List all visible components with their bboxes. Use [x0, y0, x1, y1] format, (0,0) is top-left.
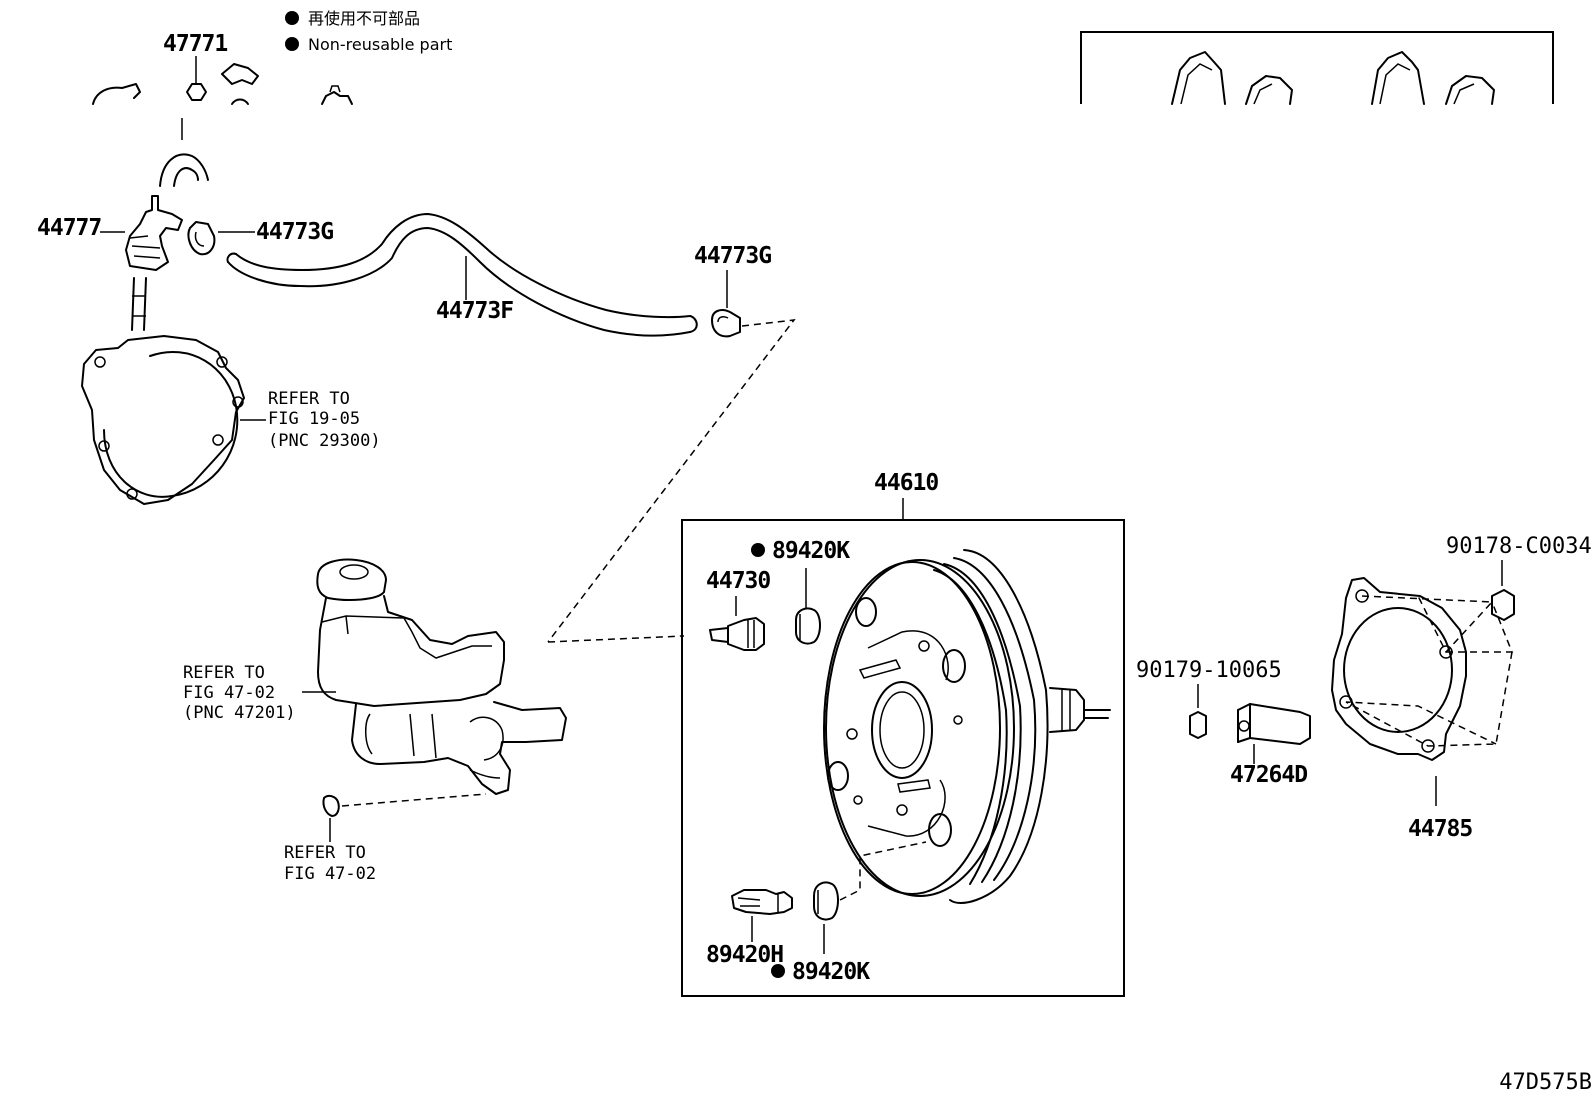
part-44785-gasket: 44785 [1331, 577, 1514, 842]
part-47771: 47771 [163, 31, 228, 101]
part-89420k-upper: 89420K [751, 538, 851, 645]
clip-47771-shape [186, 83, 207, 101]
part-44610-booster-assembly: 44610 [681, 470, 1125, 997]
part-44777-check-valve: 44777 [37, 195, 183, 331]
cropped-parts-top [92, 63, 353, 105]
ref-master-cyl-line2: FIG 47-02 [183, 683, 275, 703]
label-90179-10065: 90179-10065 [1136, 658, 1282, 683]
legend-dot-icon [285, 37, 299, 51]
label-90178-c0034: 90178-C0034(4) [1446, 534, 1592, 559]
non-reusable-dot-icon [751, 543, 765, 557]
part-89420h-connector: 89420H [706, 889, 793, 968]
part-90178-c0034: 90178-C0034(4) [1446, 534, 1592, 621]
master-cylinder: REFER TO FIG 47-02 (PNC 47201) [183, 558, 567, 795]
label-44773g-left: 44773G [256, 219, 333, 245]
ref-vacuum-pump-line1: REFER TO [268, 389, 350, 409]
label-44785: 44785 [1408, 816, 1472, 842]
ref-vacuum-pump-line3: (PNC 29300) [268, 431, 381, 451]
legend-dot-icon [285, 11, 299, 25]
ref-master-cyl-line1: REFER TO [183, 663, 265, 683]
part-44773f-hose: 44773F [226, 213, 698, 337]
label-47771: 47771 [163, 31, 227, 57]
label-89420h: 89420H [706, 942, 783, 968]
legend-japanese: 再使用不可部品 [308, 9, 420, 28]
ref-vacuum-pump-line2: FIG 19-05 [268, 409, 360, 429]
part-89420k-lower: 89420K [771, 841, 927, 985]
label-44610: 44610 [874, 470, 938, 496]
label-44730: 44730 [706, 568, 770, 594]
part-44773g-clamp-right: 44773G [547, 243, 796, 643]
non-reusable-dot-icon [771, 964, 785, 978]
ref-plug-line1: REFER TO [284, 843, 366, 863]
part-90179-10065: 90179-10065 [1136, 658, 1282, 739]
part-44730-check-valve: 44730 [547, 568, 771, 651]
label-47264d: 47264D [1230, 762, 1307, 788]
label-89420k-upper: 89420K [772, 538, 850, 564]
ref-plug-line2: FIG 47-02 [284, 864, 376, 884]
inset-box [1080, 31, 1554, 105]
ref-master-cyl-line3: (PNC 47201) [183, 703, 296, 723]
label-44773f: 44773F [436, 298, 513, 324]
label-44777: 44777 [37, 215, 101, 241]
legend: 再使用不可部品 Non-reusable part [285, 9, 452, 54]
booster-assembly-box [681, 519, 1125, 997]
plug-part: REFER TO FIG 47-02 [284, 793, 487, 884]
legend-english: Non-reusable part [308, 35, 452, 54]
upper-vacuum-hose [159, 118, 209, 187]
part-47264d-bracket: 47264D [1230, 703, 1311, 788]
part-44773g-clamp-left: 44773G [187, 219, 334, 256]
label-89420k-lower: 89420K [792, 959, 870, 985]
vacuum-pump: REFER TO FIG 19-05 (PNC 29300) [81, 335, 381, 505]
label-44773g-right: 44773G [694, 243, 771, 269]
figure-id: 47D575B [1499, 1070, 1592, 1095]
